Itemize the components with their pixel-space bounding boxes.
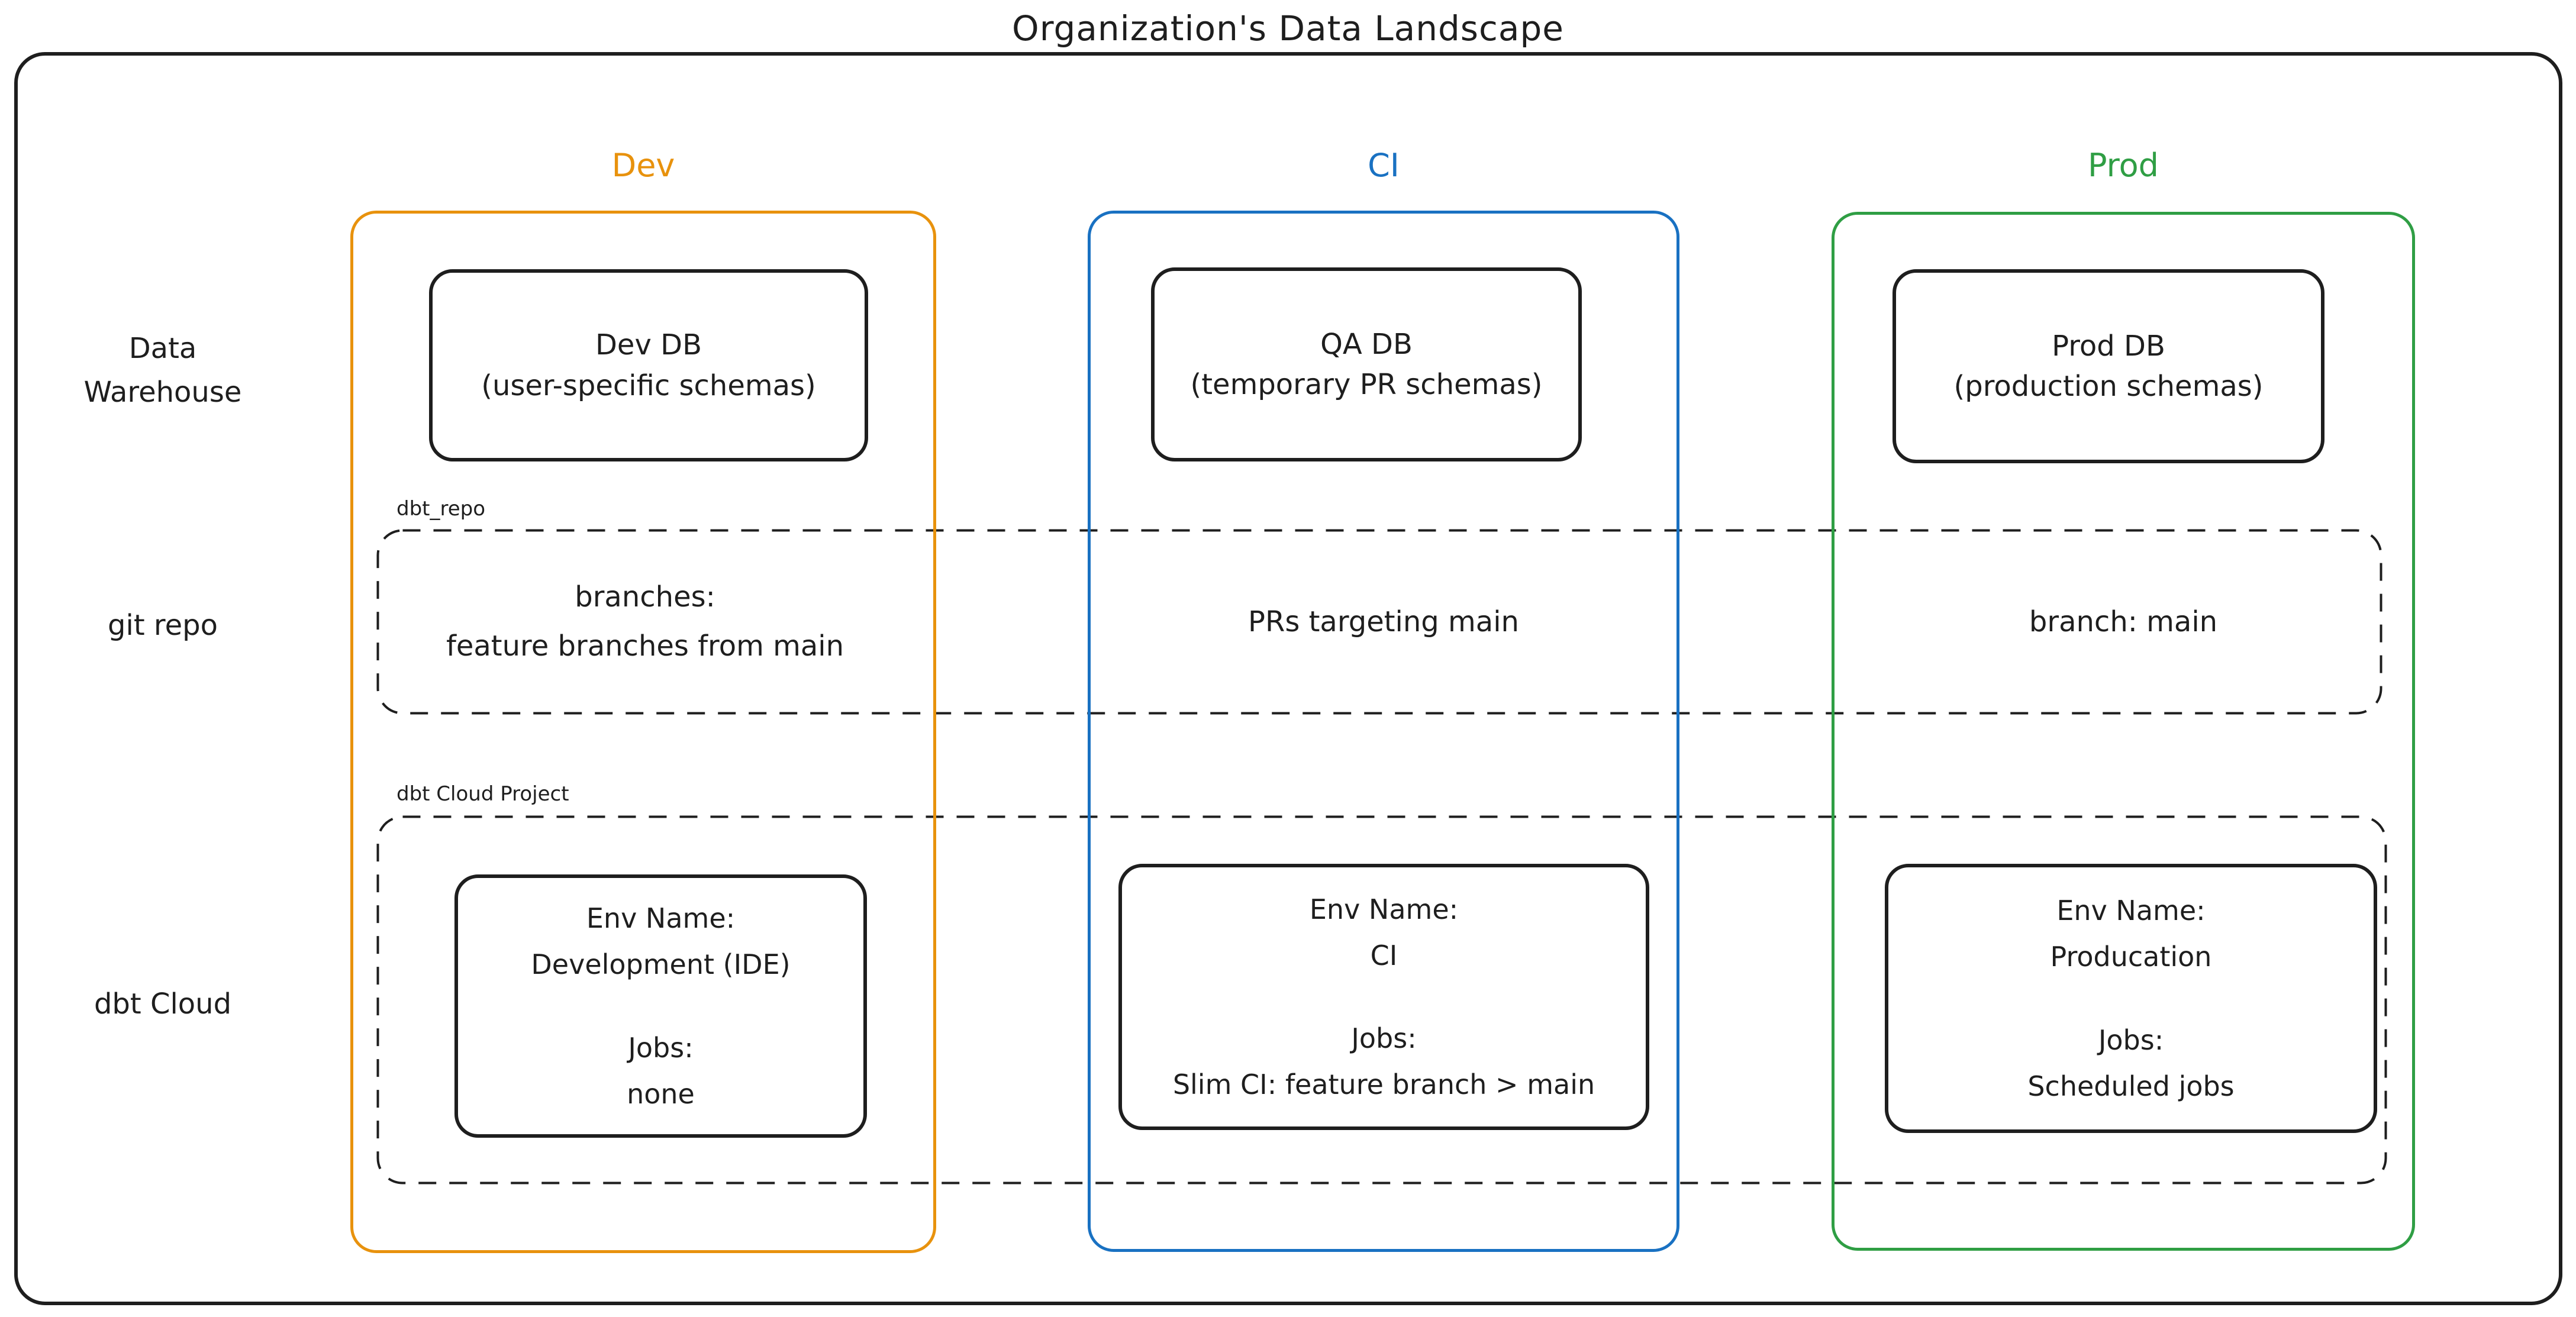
- env-box-ci-env-label: Env Name:: [1309, 893, 1459, 925]
- column-header-ci: CI: [1368, 147, 1400, 184]
- db-box-prod-title: Prod DB: [2052, 329, 2165, 363]
- env-box-ci-jobs-label: Jobs:: [1351, 1022, 1417, 1054]
- db-box-qa-title: QA DB: [1320, 327, 1413, 361]
- git-cell-dev-line1: branches:: [575, 580, 715, 614]
- outer-frame: [14, 52, 2562, 1305]
- env-box-dev-env-name: Development (IDE): [531, 948, 791, 981]
- db-box-dev-title: Dev DB: [595, 328, 702, 362]
- dbt-project-dashed-box: [376, 815, 2387, 1184]
- git-repo-dashed-box: [376, 529, 2382, 715]
- row-label-data-warehouse: Data Warehouse: [30, 327, 296, 415]
- column-box-prod: [1832, 212, 2415, 1251]
- column-box-dev: [350, 211, 936, 1253]
- db-box-dev: Dev DB (user-specific schemas): [429, 269, 868, 461]
- env-box-dev-jobs-label: Jobs:: [628, 1031, 694, 1064]
- env-box-dev-env-label: Env Name:: [586, 902, 736, 935]
- row-label-data-warehouse-line2: Warehouse: [83, 376, 242, 409]
- git-cell-ci: PRs targeting main: [1088, 529, 1679, 715]
- dbt-project-group-label: dbt Cloud Project: [396, 782, 569, 806]
- env-box-prod-jobs-value: Scheduled jobs: [2027, 1070, 2235, 1102]
- git-cell-dev: branches: feature branches from main: [355, 529, 935, 715]
- env-box-prod-env-label: Env Name:: [2056, 895, 2206, 927]
- env-box-ci: Env Name: CI Jobs: Slim CI: feature bran…: [1118, 864, 1649, 1130]
- column-header-prod: Prod: [2088, 147, 2159, 184]
- git-repo-group-label: dbt_repo: [396, 497, 486, 521]
- column-box-ci: [1088, 211, 1679, 1252]
- git-cell-prod-line1: branch: main: [2029, 605, 2218, 638]
- env-box-ci-env-name: CI: [1370, 939, 1398, 971]
- row-label-dbt-cloud: dbt Cloud: [94, 987, 232, 1021]
- db-box-prod-subtitle: (production schemas): [1953, 370, 2264, 403]
- git-cell-dev-line2: feature branches from main: [446, 630, 844, 663]
- env-box-prod-env-name: Producation: [2050, 941, 2212, 973]
- env-box-dev: Env Name: Development (IDE) Jobs: none: [454, 874, 867, 1138]
- git-repo-dashed-rect: [376, 529, 2382, 715]
- column-header-dev: Dev: [611, 147, 675, 184]
- diagram-title: Organization's Data Landscape: [1012, 8, 1564, 49]
- git-cell-ci-line1: PRs targeting main: [1248, 605, 1519, 638]
- env-box-ci-jobs-value: Slim CI: feature branch > main: [1172, 1069, 1595, 1101]
- db-box-qa: QA DB (temporary PR schemas): [1151, 267, 1582, 461]
- env-box-prod: Env Name: Producation Jobs: Scheduled jo…: [1885, 864, 2377, 1133]
- git-cell-prod: branch: main: [1832, 529, 2415, 715]
- env-box-dev-jobs-value: none: [627, 1077, 695, 1110]
- db-box-prod: Prod DB (production schemas): [1892, 269, 2324, 463]
- env-box-prod-jobs-label: Jobs:: [2098, 1024, 2164, 1056]
- dbt-project-dashed-rect: [376, 815, 2387, 1184]
- row-label-data-warehouse-line1: Data: [128, 332, 197, 365]
- db-box-dev-subtitle: (user-specific schemas): [481, 369, 816, 402]
- row-label-git-repo: git repo: [108, 609, 218, 642]
- db-box-qa-subtitle: (temporary PR schemas): [1190, 368, 1543, 401]
